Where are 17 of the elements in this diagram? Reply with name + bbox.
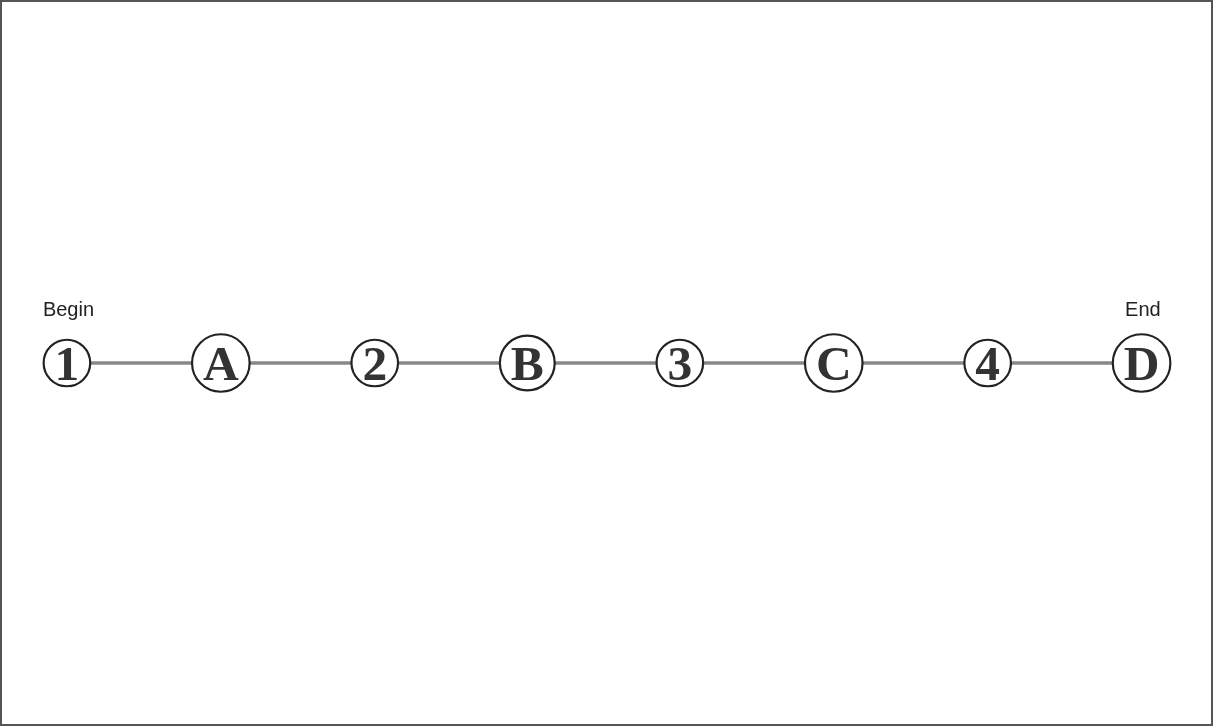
connector-line — [249, 361, 351, 365]
connector-line — [89, 361, 192, 365]
connector-line — [702, 361, 805, 365]
connector-line — [862, 361, 964, 365]
connector-line — [1010, 361, 1113, 365]
circle-node: A — [190, 333, 251, 393]
connector-line — [397, 361, 500, 365]
circle-node: B — [498, 334, 556, 392]
circle-node: 3 — [654, 336, 704, 390]
node-caption: End — [1125, 297, 1161, 321]
circle-node: C — [803, 333, 864, 393]
connector-line — [554, 361, 657, 365]
circle-node: 2 — [349, 336, 399, 390]
circle-node: 1 — [42, 336, 91, 390]
circle-node: D — [1111, 333, 1171, 393]
circle-node: 4 — [962, 336, 1012, 390]
node-caption: Begin — [42, 297, 95, 321]
